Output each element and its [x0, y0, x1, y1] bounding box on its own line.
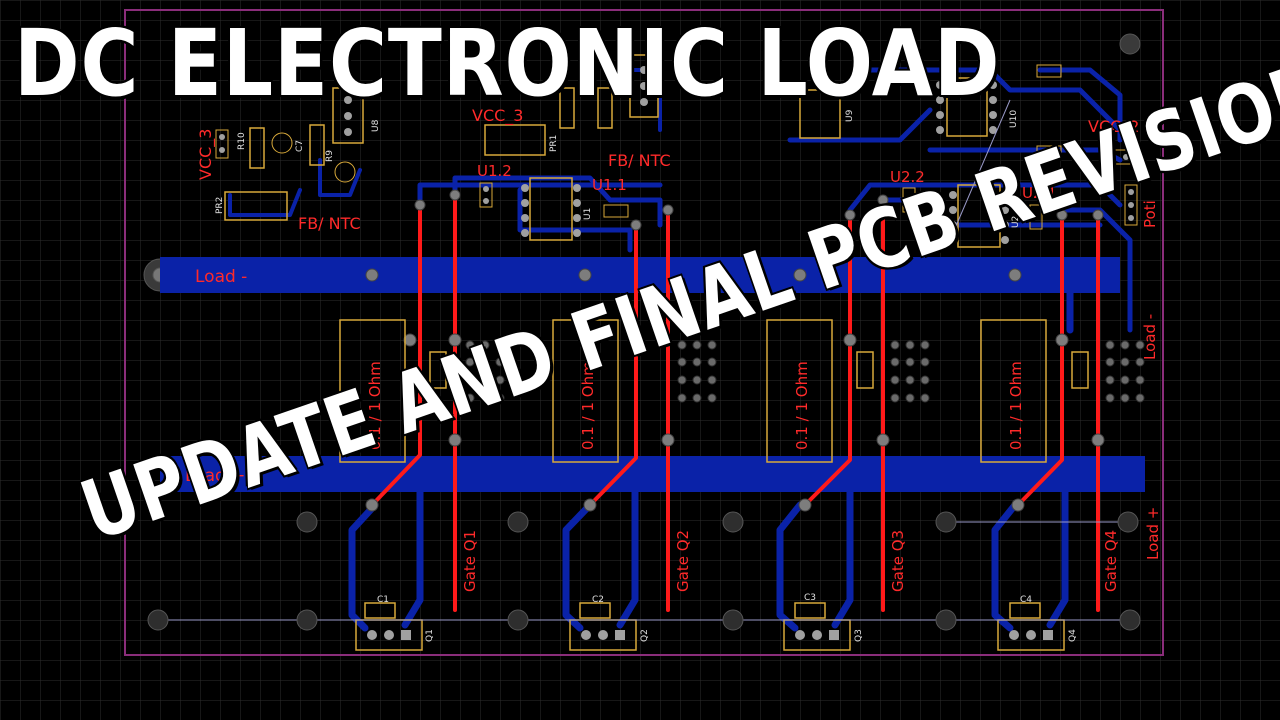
r9-ref: R9: [325, 150, 335, 162]
top-copper: [370, 193, 1100, 612]
u1-1-label: U1.1: [592, 176, 627, 194]
vcc3-left-label: VCC_3: [196, 129, 216, 180]
u9-ref: U9: [845, 109, 855, 122]
video-title-top: DC ELECTRONIC LOAD: [14, 10, 1001, 117]
c1-ref: C1: [377, 595, 389, 605]
vcc2-label: VCC_2: [1088, 117, 1139, 137]
q2-ref: Q2: [640, 629, 650, 642]
ic-footprints[interactable]: [224, 54, 1009, 248]
u1-ref: U1: [583, 208, 593, 220]
board-outline: [124, 9, 1164, 656]
small-connectors[interactable]: [215, 64, 1138, 230]
shunt-4-label: 0.1 / 1 Ohm: [1007, 361, 1025, 450]
shunt-3-label: 0.1 / 1 Ohm: [793, 361, 811, 450]
c2-ref: C2: [592, 595, 604, 605]
fb-ntc-left-label: FB/ NTC: [298, 214, 361, 233]
u8-ref: U8: [371, 119, 381, 132]
shunt-1-label: 0.1 / 1 Ohm: [366, 361, 384, 450]
pr2-ref: PR2: [215, 197, 225, 214]
gate-q1-label: Gate Q1: [461, 530, 479, 592]
pr1-ref: PR1: [549, 135, 559, 152]
shunt-2-label: 0.1 / 1 Ohm: [579, 361, 597, 450]
q3-ref: Q3: [854, 629, 864, 642]
gate-q3-label: Gate Q3: [889, 530, 907, 592]
gate-q4-label: Gate Q4: [1102, 530, 1120, 592]
terminal-holes: [147, 511, 1141, 631]
via-arrays: [465, 340, 1145, 403]
shunt-footprints[interactable]: [339, 319, 1089, 463]
fb-ntc-mid-label: FB/ NTC: [608, 151, 671, 170]
gate-q2-label: Gate Q2: [674, 530, 692, 592]
mosfet-footprints[interactable]: [355, 602, 1065, 651]
u1-2-label: U1.2: [477, 162, 512, 180]
r10-ref: R10: [237, 132, 247, 150]
load-minus-vertical-label: Load -: [1141, 314, 1159, 360]
u2-1-label: U2.1: [1022, 184, 1057, 202]
c4-ref: C4: [1020, 595, 1032, 605]
u2-ref: U2: [1011, 216, 1021, 228]
c3-ref: C3: [804, 593, 816, 603]
vias: [365, 189, 1105, 512]
c7-ref: C7: [295, 140, 305, 152]
ratsnest: [160, 99, 1130, 621]
q1-ref: Q1: [425, 629, 435, 642]
load-plus-vertical-label: Load +: [1144, 507, 1162, 560]
load-plus-label: Load +: [185, 466, 245, 486]
poti-label: Poti: [1141, 200, 1159, 228]
load-minus-label: Load -: [195, 267, 247, 287]
u10-ref: U10: [1009, 110, 1019, 128]
q4-ref: Q4: [1068, 629, 1078, 642]
vcc3-mid-label: VCC_3: [472, 106, 523, 126]
u2-2-label: U2.2: [890, 168, 925, 186]
